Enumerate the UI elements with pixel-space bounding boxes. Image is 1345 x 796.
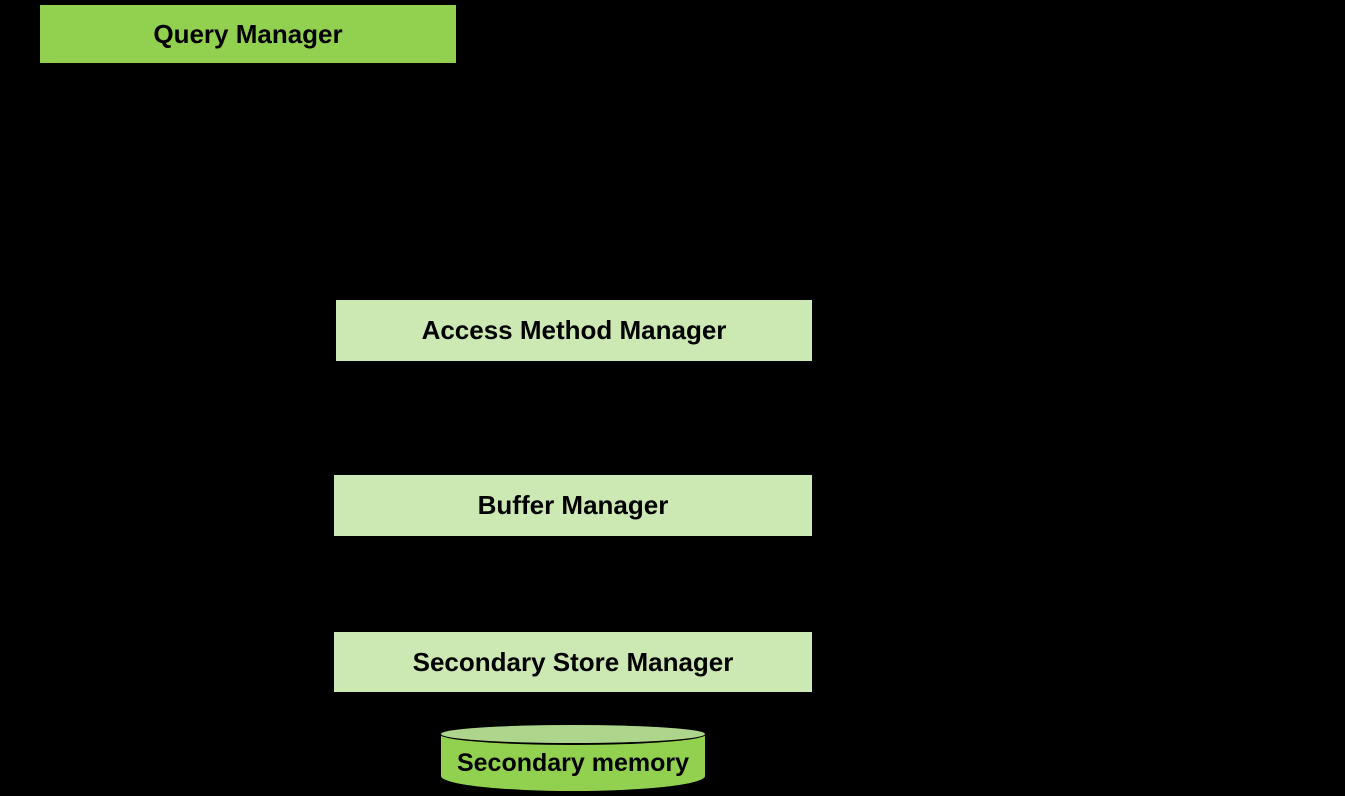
cylinder-top-ellipse <box>439 723 707 745</box>
access-method-manager-label: Access Method Manager <box>421 315 727 345</box>
buffer-manager-box: Buffer Manager <box>334 475 812 536</box>
query-manager-box: Query Manager <box>40 5 456 63</box>
secondary-store-manager-label: Secondary Store Manager <box>412 646 734 677</box>
secondary-memory-label: Secondary memory <box>456 749 690 777</box>
query-manager-label: Query Manager <box>153 18 343 49</box>
secondary-store-manager-box: Secondary Store Manager <box>334 632 812 692</box>
buffer-manager-label: Buffer Manager <box>477 490 669 520</box>
access-method-manager-box: Access Method Manager <box>336 300 812 361</box>
secondary-memory-cylinder: Secondary memory <box>439 723 707 794</box>
